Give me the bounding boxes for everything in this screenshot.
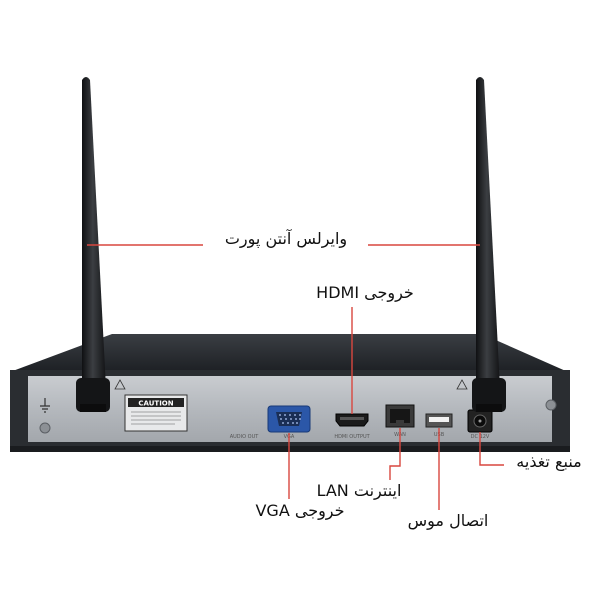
screw-right: [545, 399, 557, 411]
leader-power: [479, 432, 504, 466]
ground-icon: [40, 398, 50, 413]
caution-text: CAUTION: [138, 400, 173, 408]
device-top-lid: [10, 334, 568, 372]
antenna-mount-warning-icon-right: [456, 379, 468, 390]
screw-left: [39, 422, 51, 434]
vga-output-label: خروجی VGA: [255, 501, 345, 520]
leader-lan: [389, 428, 401, 480]
antenna-port-label: وایرلس آنتن پورت: [224, 229, 348, 248]
device-bottom-lip: [10, 446, 570, 452]
antenna-mount-warning-icon-left: [114, 379, 126, 390]
lan-port: WAN: [385, 404, 415, 438]
mouse-connection-label: اتصال موس: [407, 511, 489, 530]
hdmi-port-label: HDMI OUTPUT: [334, 434, 370, 440]
vga-port: VGA: [267, 405, 311, 440]
caution-sticker: CAUTION: [124, 394, 188, 432]
antenna-right: [472, 77, 506, 412]
power-supply-label: منبع تغذیه: [516, 452, 582, 471]
audio-out-label: AUDIO OUT: [230, 434, 260, 440]
leader-lines: [87, 244, 504, 510]
lan-internet-label: اینترنت LAN: [316, 481, 402, 500]
hdmi-output-label: خروجی HDMI: [316, 283, 414, 302]
antenna-left: [76, 77, 110, 412]
hdmi-port: HDMI OUTPUT: [334, 413, 371, 440]
